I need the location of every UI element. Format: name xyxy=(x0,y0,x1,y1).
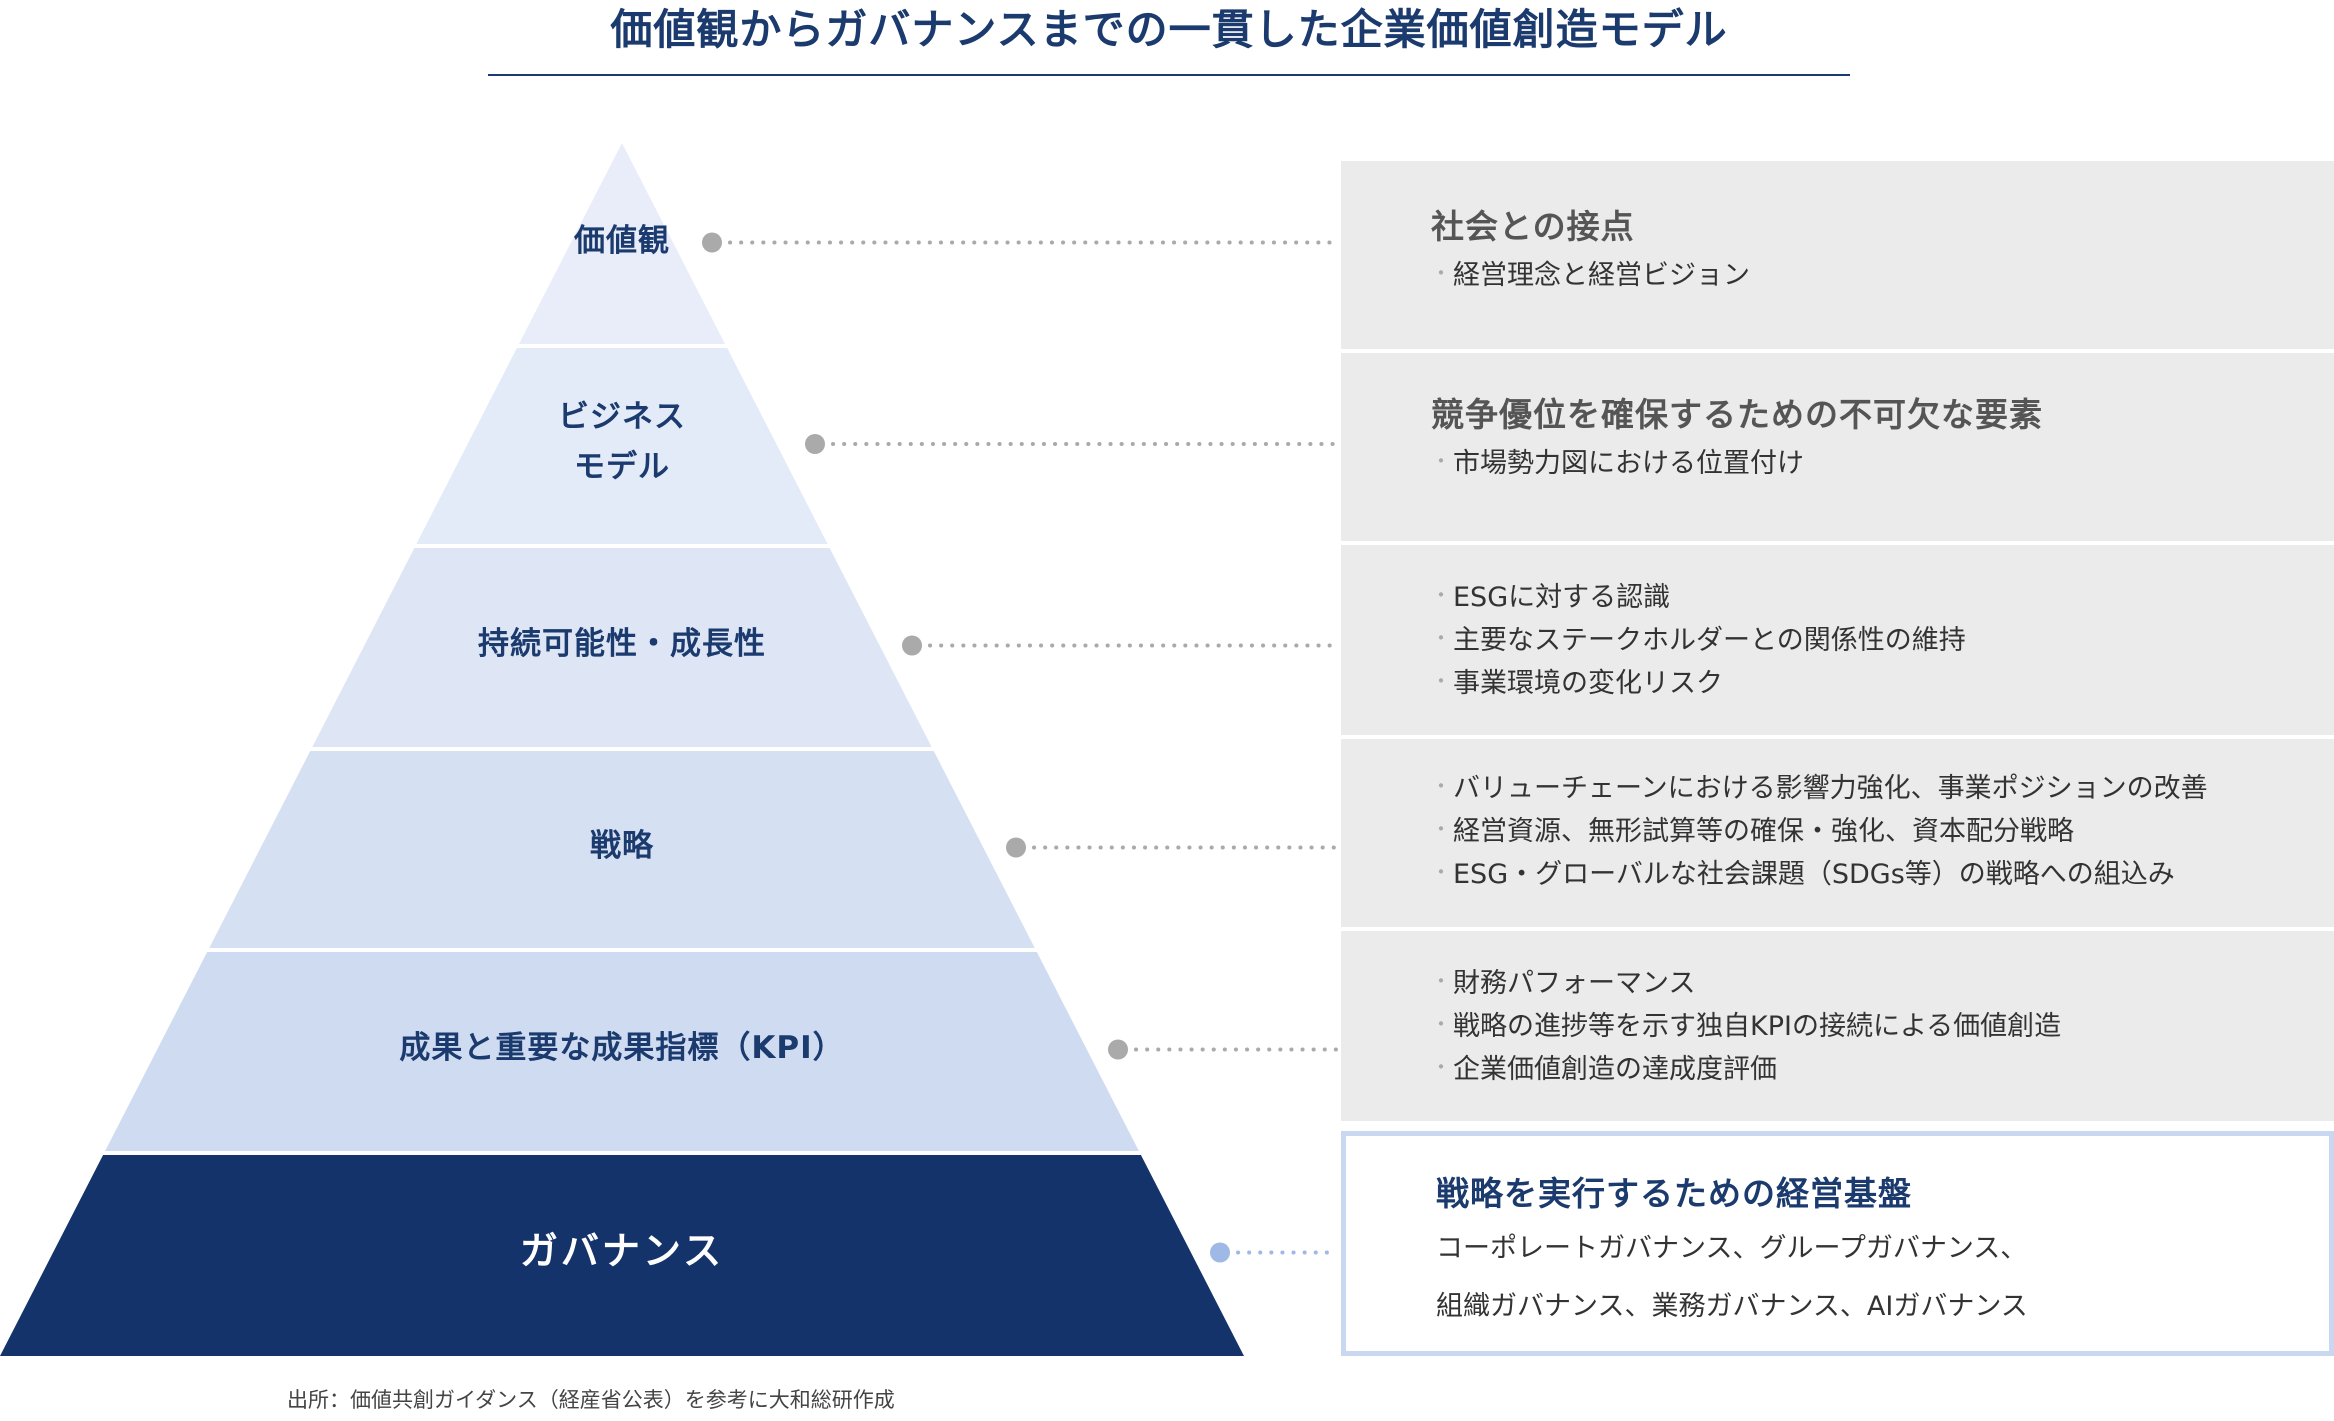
panel-bullet: ESGに対する認識 xyxy=(1431,577,1966,620)
source-note: 出所：価値共創ガイダンス（経産省公表）を参考に大和総研作成 xyxy=(287,1388,895,1412)
panel-business-model: 競争優位を確保するための不可欠な要素 市場勢力図における位置付け xyxy=(1341,353,2334,541)
panel-bullet: 経営理念と経営ビジョン xyxy=(1431,255,1750,298)
panel-bullet: バリューチェーンにおける影響力強化、事業ポジションの改善 xyxy=(1431,768,2208,811)
pyramid-layer xyxy=(105,952,1139,1151)
pyramid-layer-label-line: 戦略 xyxy=(590,827,654,864)
leader-dot xyxy=(702,232,722,253)
pyramid-layer-label-line: ビジネス xyxy=(558,399,686,435)
panel-bullet: 企業価値創造の達成度評価 xyxy=(1431,1049,2061,1092)
panel-heading: 戦略を実行するための経営基盤 xyxy=(1436,1174,1912,1213)
panel-heading: 社会との接点 xyxy=(1431,207,1635,246)
leader-dot xyxy=(805,434,825,454)
pyramid-layer xyxy=(312,548,932,747)
panel-line: 組織ガバナンス、業務ガバナンス、AIガバナンス xyxy=(1436,1291,2028,1322)
pyramid-layer-label: ビジネスモデル xyxy=(0,392,1244,492)
pyramid-layer-label: 成果と重要な成果指標（KPI） xyxy=(0,1023,1244,1073)
pyramid-layer-label: ガバナンス xyxy=(0,1226,1244,1276)
leader-dot xyxy=(1210,1242,1230,1263)
pyramid-layer-label-line: 価値観 xyxy=(574,222,670,259)
pyramid-layer-label-line: 成果と重要な成果指標（KPI） xyxy=(399,1029,845,1066)
pyramid-layer xyxy=(518,143,726,344)
pyramid-layer xyxy=(0,1155,1244,1356)
panel-heading: 競争優位を確保するための不可欠な要素 xyxy=(1431,395,2043,434)
panel-bullet: 戦略の進捗等を示す独自KPIの接続による価値創造 xyxy=(1431,1006,2061,1049)
leader-dot xyxy=(1006,837,1026,858)
leader-dot xyxy=(1108,1039,1128,1060)
panel-values: 社会との接点 経営理念と経営ビジョン xyxy=(1341,161,2334,349)
panel-bullet: 主要なステークホルダーとの関係性の維持 xyxy=(1431,620,1966,663)
pyramid-layer-label-line: 持続可能性・成長性 xyxy=(478,625,766,662)
pyramid-layer-label-line: ガバナンス xyxy=(519,1228,725,1273)
leader-dot xyxy=(902,635,922,656)
pyramid-layer xyxy=(209,751,1035,948)
panel-governance: 戦略を実行するための経営基盤 コーポレートガバナンス、グループガバナンス、 組織… xyxy=(1341,1131,2334,1356)
panel-sustainability: ESGに対する認識 主要なステークホルダーとの関係性の維持 事業環境の変化リスク xyxy=(1341,545,2334,735)
panel-bullet: ESG・グローバルな社会課題（SDGs等）の戦略への組込み xyxy=(1431,854,2208,897)
page-title: 価値観からガバナンスまでの一貫した企業価値創造モデル xyxy=(488,0,1850,76)
pyramid-layer-label-line: モデル xyxy=(574,449,670,485)
pyramid-layer-label: 価値観 xyxy=(0,216,1244,266)
pyramid-layer-label: 持続可能性・成長性 xyxy=(0,619,1244,669)
panel-strategy: バリューチェーンにおける影響力強化、事業ポジションの改善 経営資源、無形試算等の… xyxy=(1341,739,2334,927)
panel-kpi: 財務パフォーマンス 戦略の進捗等を示す独自KPIの接続による価値創造 企業価値創… xyxy=(1341,931,2334,1121)
panel-bullet: 経営資源、無形試算等の確保・強化、資本配分戦略 xyxy=(1431,811,2208,854)
panel-bullet: 財務パフォーマンス xyxy=(1431,963,2061,1006)
panel-bullet: 市場勢力図における位置付け xyxy=(1431,443,2043,486)
panel-line: コーポレートガバナンス、グループガバナンス、 xyxy=(1436,1233,2028,1264)
pyramid-layer xyxy=(416,348,828,544)
pyramid-layer-label: 戦略 xyxy=(0,821,1244,871)
panel-bullet: 事業環境の変化リスク xyxy=(1431,663,1966,706)
